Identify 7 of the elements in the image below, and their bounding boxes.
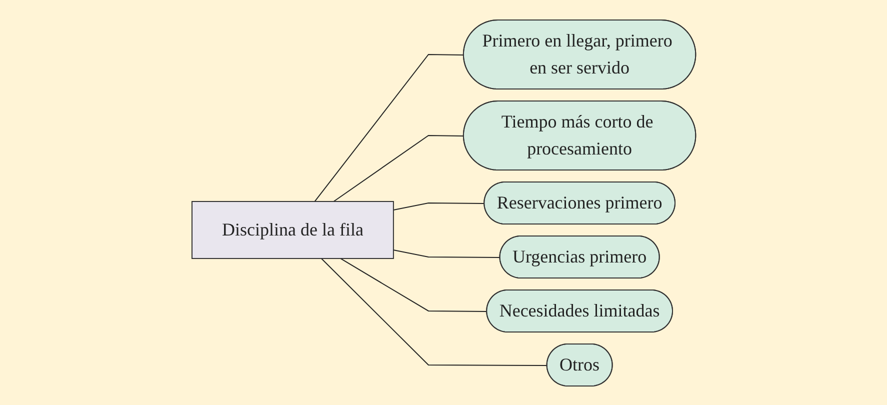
connector xyxy=(392,202,485,210)
connector xyxy=(332,134,464,202)
connector xyxy=(392,249,500,258)
node-box: Disciplina de la fila xyxy=(191,200,394,258)
connector xyxy=(314,54,464,202)
connector xyxy=(320,258,548,366)
connector xyxy=(340,258,488,312)
